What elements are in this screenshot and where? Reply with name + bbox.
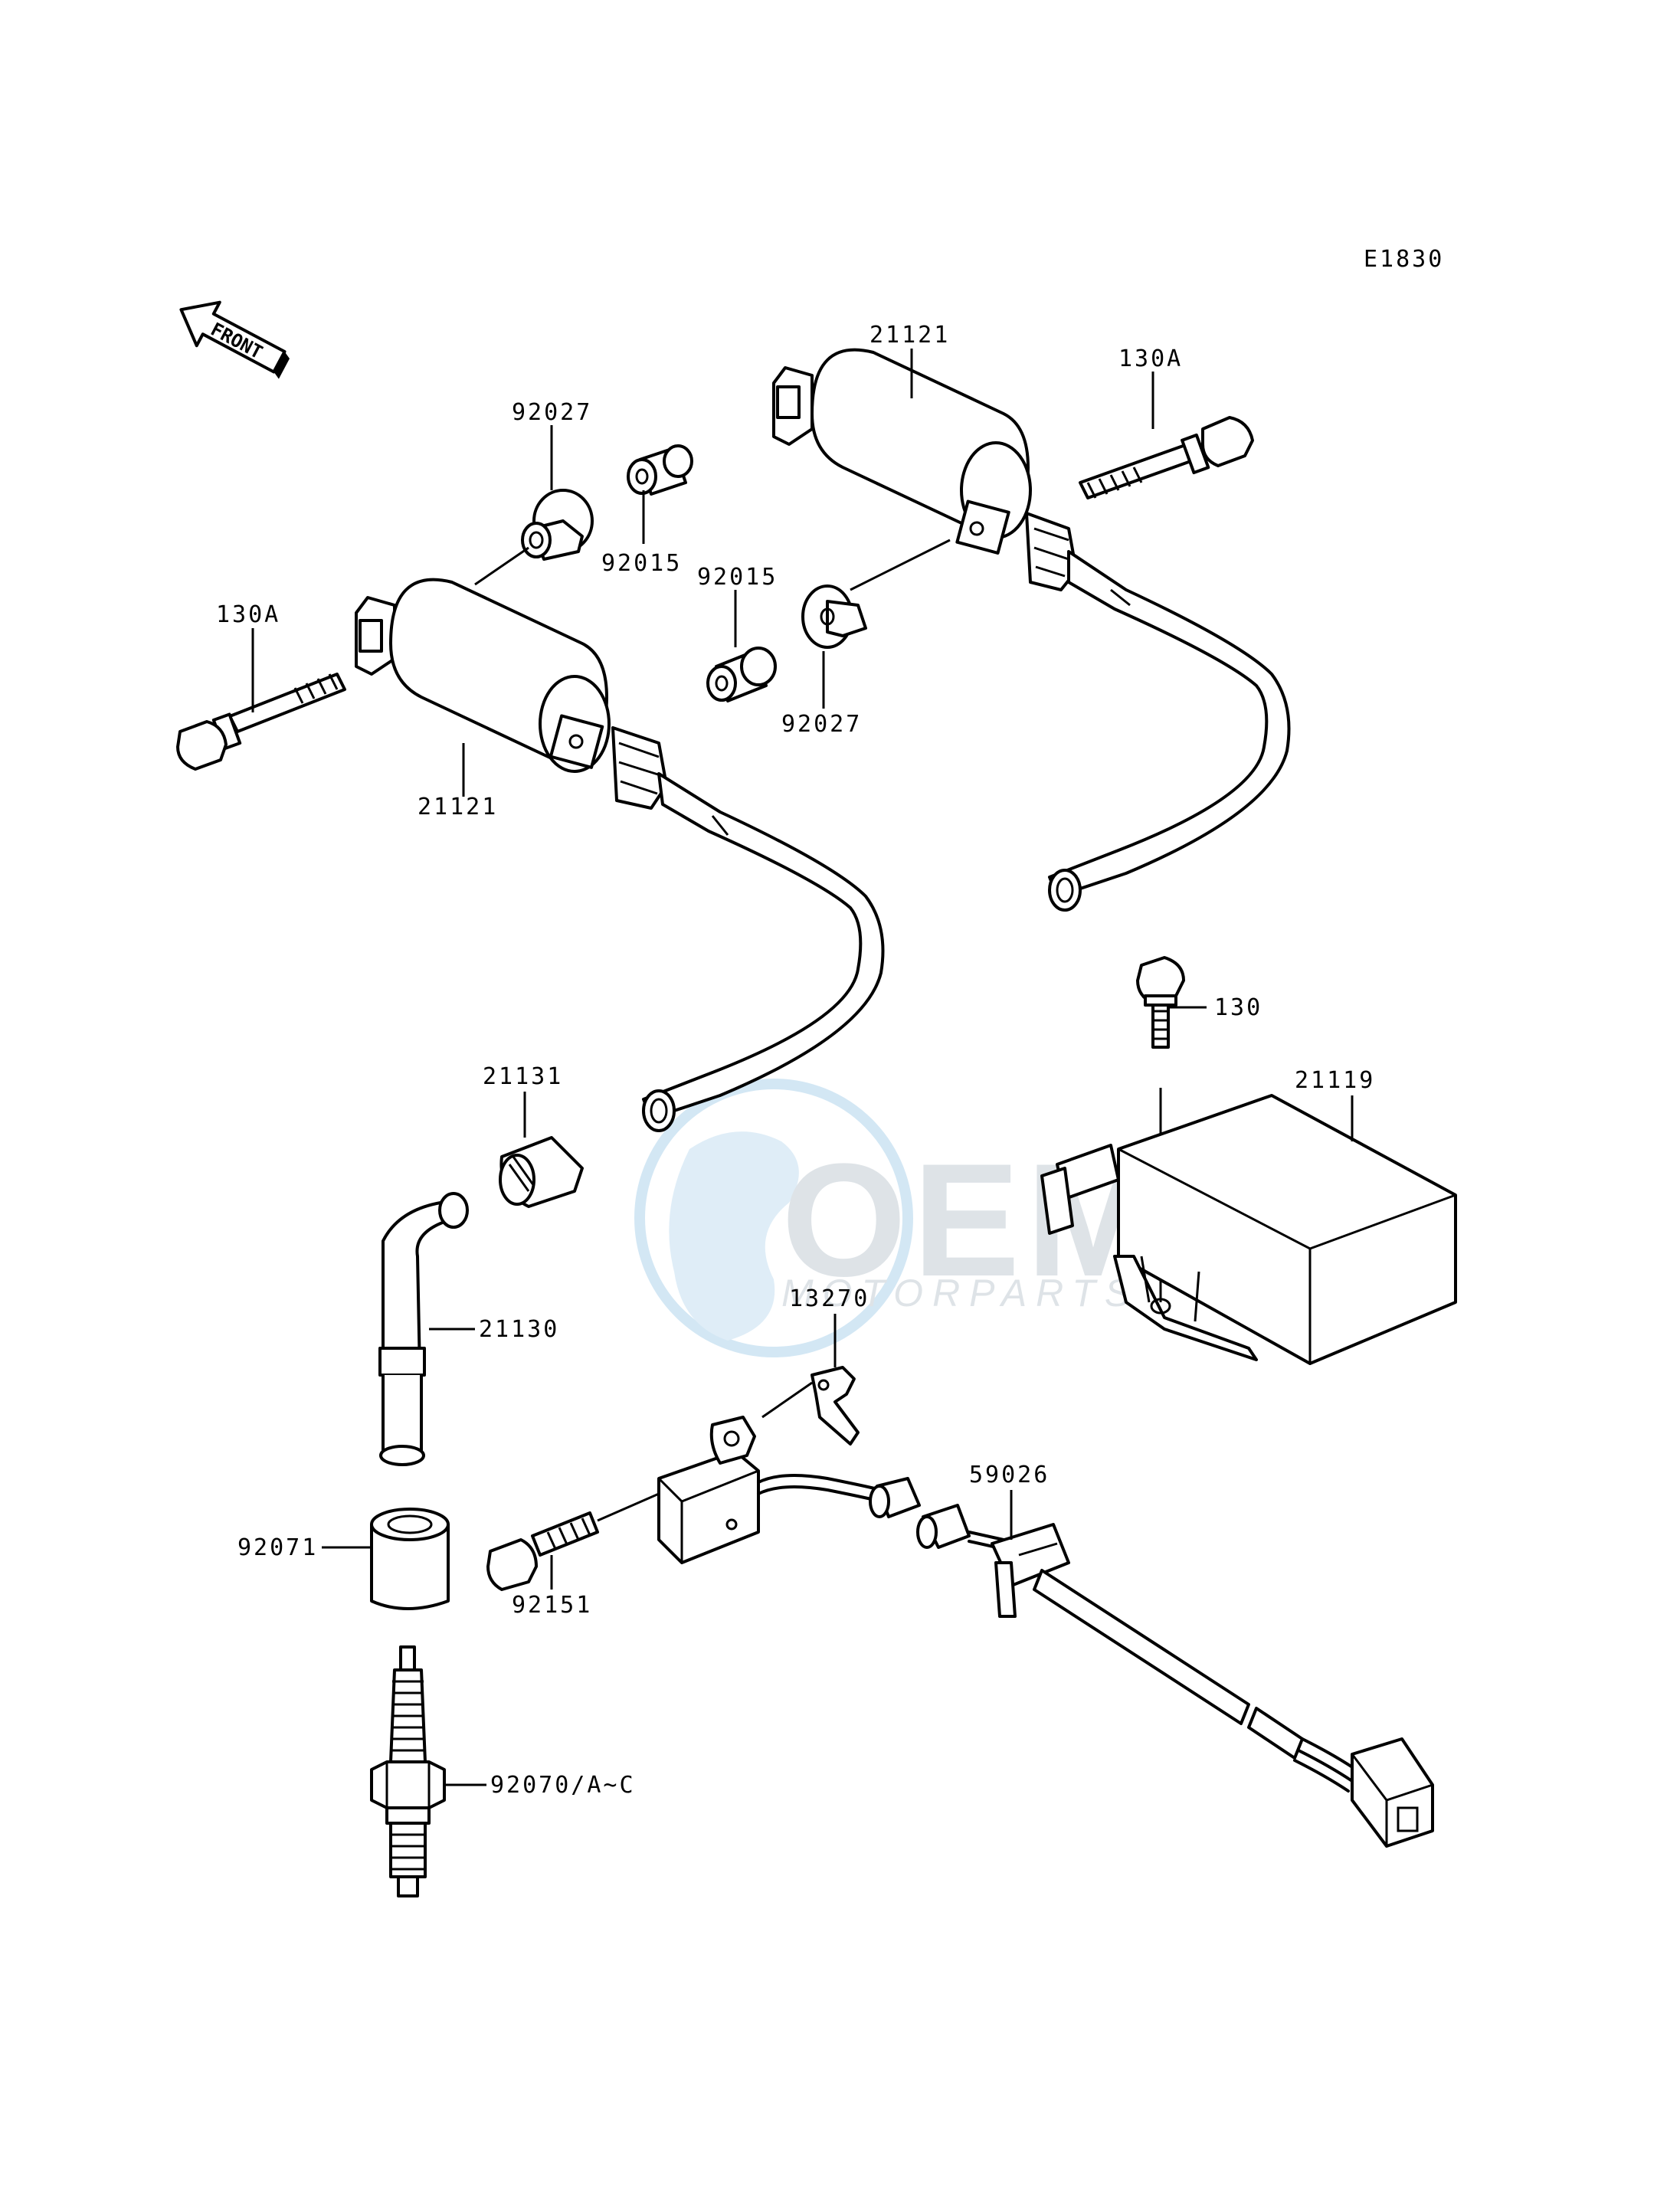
label-bolt-right: 130A (1118, 345, 1183, 372)
bolt-130a-left (176, 673, 346, 771)
label-collar-left-top: 92015 (601, 550, 682, 577)
igniter-box (1040, 1094, 1457, 1365)
watermark-sub: MOTORPARTS (781, 1272, 1139, 1315)
cap-21131 (499, 1136, 584, 1208)
bolt-130a-right (1079, 416, 1254, 499)
front-arrow-icon: FRONT (179, 300, 290, 379)
watermark: OEM MOTORPARTS (634, 1079, 1160, 1357)
label-screw: 92151 (512, 1592, 592, 1619)
grommet-92027-top (521, 489, 594, 561)
label-coil-right: 21121 (869, 322, 950, 349)
label-spark-plug: 92070/A~C (490, 1772, 636, 1799)
label-collar-mid: 92015 (697, 564, 778, 591)
label-boot: 92071 (237, 1534, 318, 1561)
label-bracket: 13270 (789, 1285, 869, 1312)
ignition-coil-right (772, 348, 1291, 912)
plug-cap-21130 (378, 1192, 469, 1466)
bracket-13270 (811, 1366, 860, 1446)
collar-92015-top (627, 444, 693, 496)
screw-92151 (486, 1492, 660, 1591)
label-coil-left: 21121 (418, 794, 498, 820)
grommet-92027-mid (801, 584, 867, 649)
collar-92015-mid (706, 647, 777, 702)
boot-92071 (370, 1508, 450, 1610)
spark-plug-92070 (370, 1645, 446, 1897)
ignition-coil-left (355, 578, 885, 1132)
pickup-coil-harness (657, 1416, 1434, 1848)
label-grommet-left-top: 92027 (512, 399, 592, 426)
label-bolt-igniter: 130 (1214, 994, 1262, 1021)
diagram-code: E1830 (1364, 246, 1444, 273)
label-igniter: 21119 (1295, 1067, 1375, 1094)
label-bolt-left: 130A (216, 601, 280, 628)
label-clamp: 59026 (969, 1462, 1050, 1488)
label-cap: 21131 (483, 1063, 563, 1090)
label-grommet-mid: 92027 (781, 711, 862, 738)
label-plug-cap: 21130 (479, 1316, 559, 1343)
leader-lines (251, 349, 1354, 1786)
part-labels: 21121 130A 92027 92015 92015 92027 130A … (216, 322, 1375, 1799)
